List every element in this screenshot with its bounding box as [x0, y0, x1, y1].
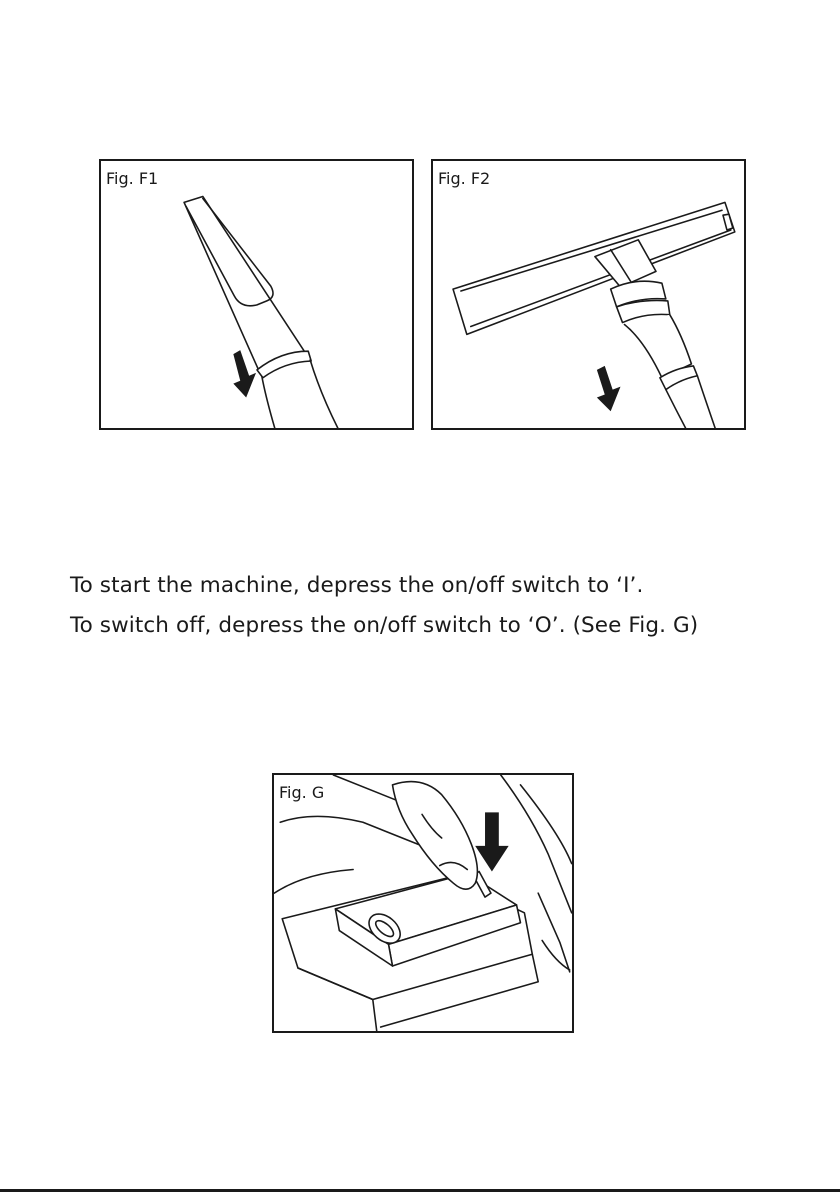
figure-g-label: Fig. G [279, 783, 324, 802]
down-arrow-icon [475, 812, 508, 871]
instruction-start: To start the machine, depress the on/off… [70, 573, 643, 598]
crevice-tool-illustration [101, 161, 412, 428]
figure-f1: Fig. F1 [99, 159, 414, 430]
down-arrow-icon [597, 366, 621, 411]
figure-f2: Fig. F2 [431, 159, 746, 430]
instruction-stop: To switch off, depress the on/off switch… [70, 613, 698, 638]
floor-brush-illustration [433, 161, 744, 428]
figure-g: Fig. G [272, 773, 574, 1033]
figure-f2-label: Fig. F2 [438, 169, 490, 188]
figure-f1-label: Fig. F1 [106, 169, 158, 188]
on-off-switch-illustration [274, 775, 572, 1031]
